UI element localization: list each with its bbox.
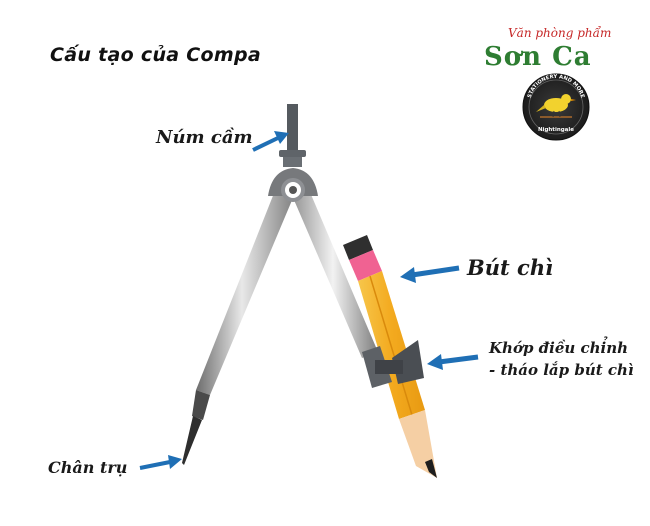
brand-badge: STATIONERY AND MORE Nightingale — [522, 73, 590, 141]
brand-script-text: Văn phòng phẩm — [508, 26, 612, 40]
diagram-title: Cấu tạo của Compa — [50, 44, 262, 66]
right-leg — [288, 178, 378, 358]
label-joint-line2: - tháo lắp bút chì — [489, 361, 634, 379]
label-knob: Núm cầm — [156, 127, 253, 148]
left-leg — [182, 178, 298, 465]
badge-bottom-text: Nightingale — [538, 127, 574, 133]
bird-icon — [536, 94, 576, 118]
arrow-joint — [427, 354, 479, 370]
label-pencil: Bút chì — [467, 255, 554, 280]
pencil — [343, 235, 437, 478]
handle-knob — [279, 104, 306, 167]
arrow-knob — [252, 131, 289, 152]
label-joint-line1: Khớp điều chỉnh — [489, 339, 629, 357]
adjustment-joint — [362, 340, 424, 388]
label-leg: Chân trụ — [48, 458, 128, 477]
arrow-pencil — [400, 265, 460, 283]
arrow-leg — [139, 455, 182, 470]
brand-name: Sơn Ca — [484, 42, 592, 72]
hinge-head — [268, 168, 318, 202]
